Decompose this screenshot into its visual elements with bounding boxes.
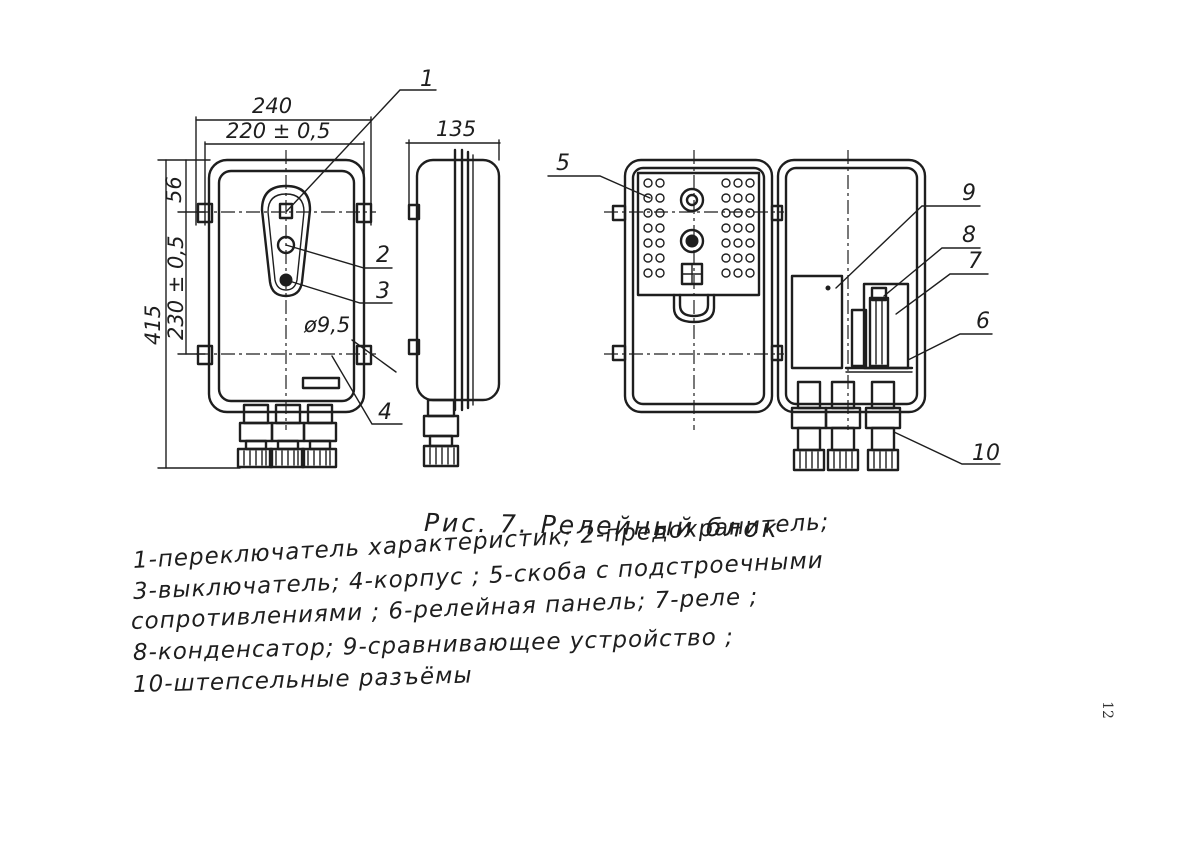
switch-plate-inner — [267, 193, 305, 291]
callout-6: 6 — [976, 309, 990, 334]
front-view — [196, 150, 376, 469]
trimmer-bracket — [636, 171, 761, 297]
mount-lug-bottom-left — [196, 344, 214, 366]
open-view-panel: 5 — [547, 150, 784, 430]
callout-9: 9 — [962, 181, 976, 206]
front-dimensions: 240 220 ± 0,5 56 230 ± 0,5 415 ø9,5 — [141, 94, 372, 469]
nameplate — [301, 376, 341, 390]
mount-lug-bottom-right — [355, 344, 373, 366]
callout-4: 4 — [378, 400, 392, 425]
dim-hole-diameter: ø9,5 — [303, 313, 350, 337]
resistor-grid-right — [721, 178, 755, 278]
dim-width-total: 240 — [252, 94, 292, 118]
callout-2: 2 — [376, 243, 390, 268]
callout-10: 10 — [972, 441, 1000, 466]
page-number: 12 — [1098, 701, 1115, 719]
fuse-holder — [276, 235, 296, 255]
callout-7: 7 — [968, 249, 982, 274]
comparator-unit — [790, 274, 844, 370]
switch-plate — [260, 184, 312, 298]
dim-height-mount: 230 ± 0,5 — [164, 236, 188, 340]
dim-width-mount: 220 ± 0,5 — [226, 119, 330, 143]
callout-5: 5 — [556, 151, 570, 176]
front-callouts: 1 2 3 4 — [285, 67, 437, 425]
open-view-housing: 9 8 7 6 10 — [770, 150, 1001, 472]
front-connectors — [236, 403, 338, 469]
side-view: 135 — [405, 117, 501, 468]
side-lug-top — [407, 203, 421, 221]
callout-3: 3 — [376, 279, 390, 304]
side-lug-bottom — [407, 338, 421, 356]
resistor-grid-left — [643, 178, 665, 278]
relay-panel-left — [850, 308, 868, 368]
characteristic-switch — [278, 202, 294, 220]
dim-height-total: 415 — [141, 305, 165, 345]
side-housing — [415, 158, 501, 402]
callout-8: 8 — [962, 223, 976, 248]
callout-1: 1 — [420, 67, 434, 92]
dim-depth: 135 — [436, 117, 476, 141]
dim-top-offset: 56 — [162, 176, 186, 203]
rear-connectors — [790, 380, 902, 472]
